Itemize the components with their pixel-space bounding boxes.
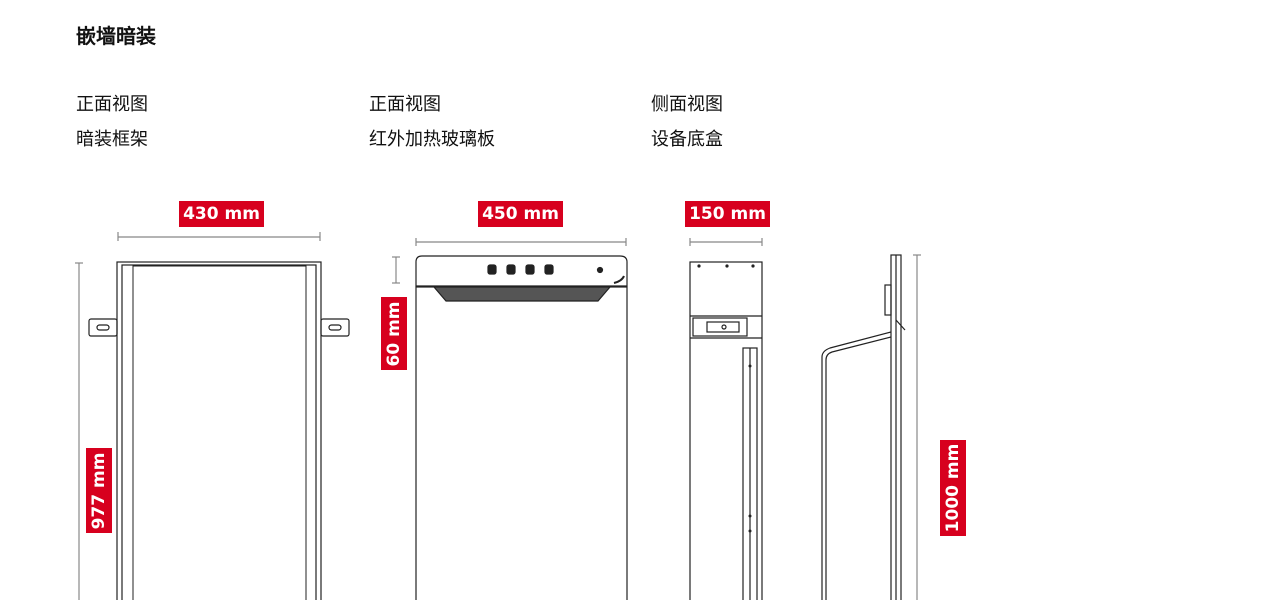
dimension-label-side-height: 1000 mm — [940, 440, 966, 536]
frame-drawing — [88, 261, 350, 600]
view-label-side: 侧面视图 — [651, 94, 723, 115]
dimension-label-frame-width: 430 mm — [179, 201, 264, 227]
side-drawing — [821, 254, 906, 600]
view-label-front-panel: 正面视图 — [369, 94, 441, 115]
view-sublabel-front-panel: 红外加热玻璃板 — [369, 129, 495, 150]
frame-height-text: 977 mm — [89, 452, 109, 529]
view-sublabel-side: 设备底盒 — [651, 129, 723, 150]
dimension-label-box-width: 150 mm — [685, 201, 770, 227]
dimension-lines — [75, 232, 921, 600]
dimension-label-control-height: 60 mm — [381, 297, 407, 370]
side-height-text: 1000 mm — [943, 443, 963, 533]
control-height-text: 60 mm — [384, 300, 404, 367]
dimension-label-frame-height: 977 mm — [86, 448, 112, 533]
page-title: 嵌墙暗装 — [76, 24, 156, 48]
view-sublabel-front-frame: 暗装框架 — [76, 129, 148, 150]
dimension-label-panel-width: 450 mm — [478, 201, 563, 227]
box-drawing — [689, 261, 763, 600]
view-label-front-frame: 正面视图 — [76, 94, 148, 115]
panel-drawing — [415, 255, 628, 600]
